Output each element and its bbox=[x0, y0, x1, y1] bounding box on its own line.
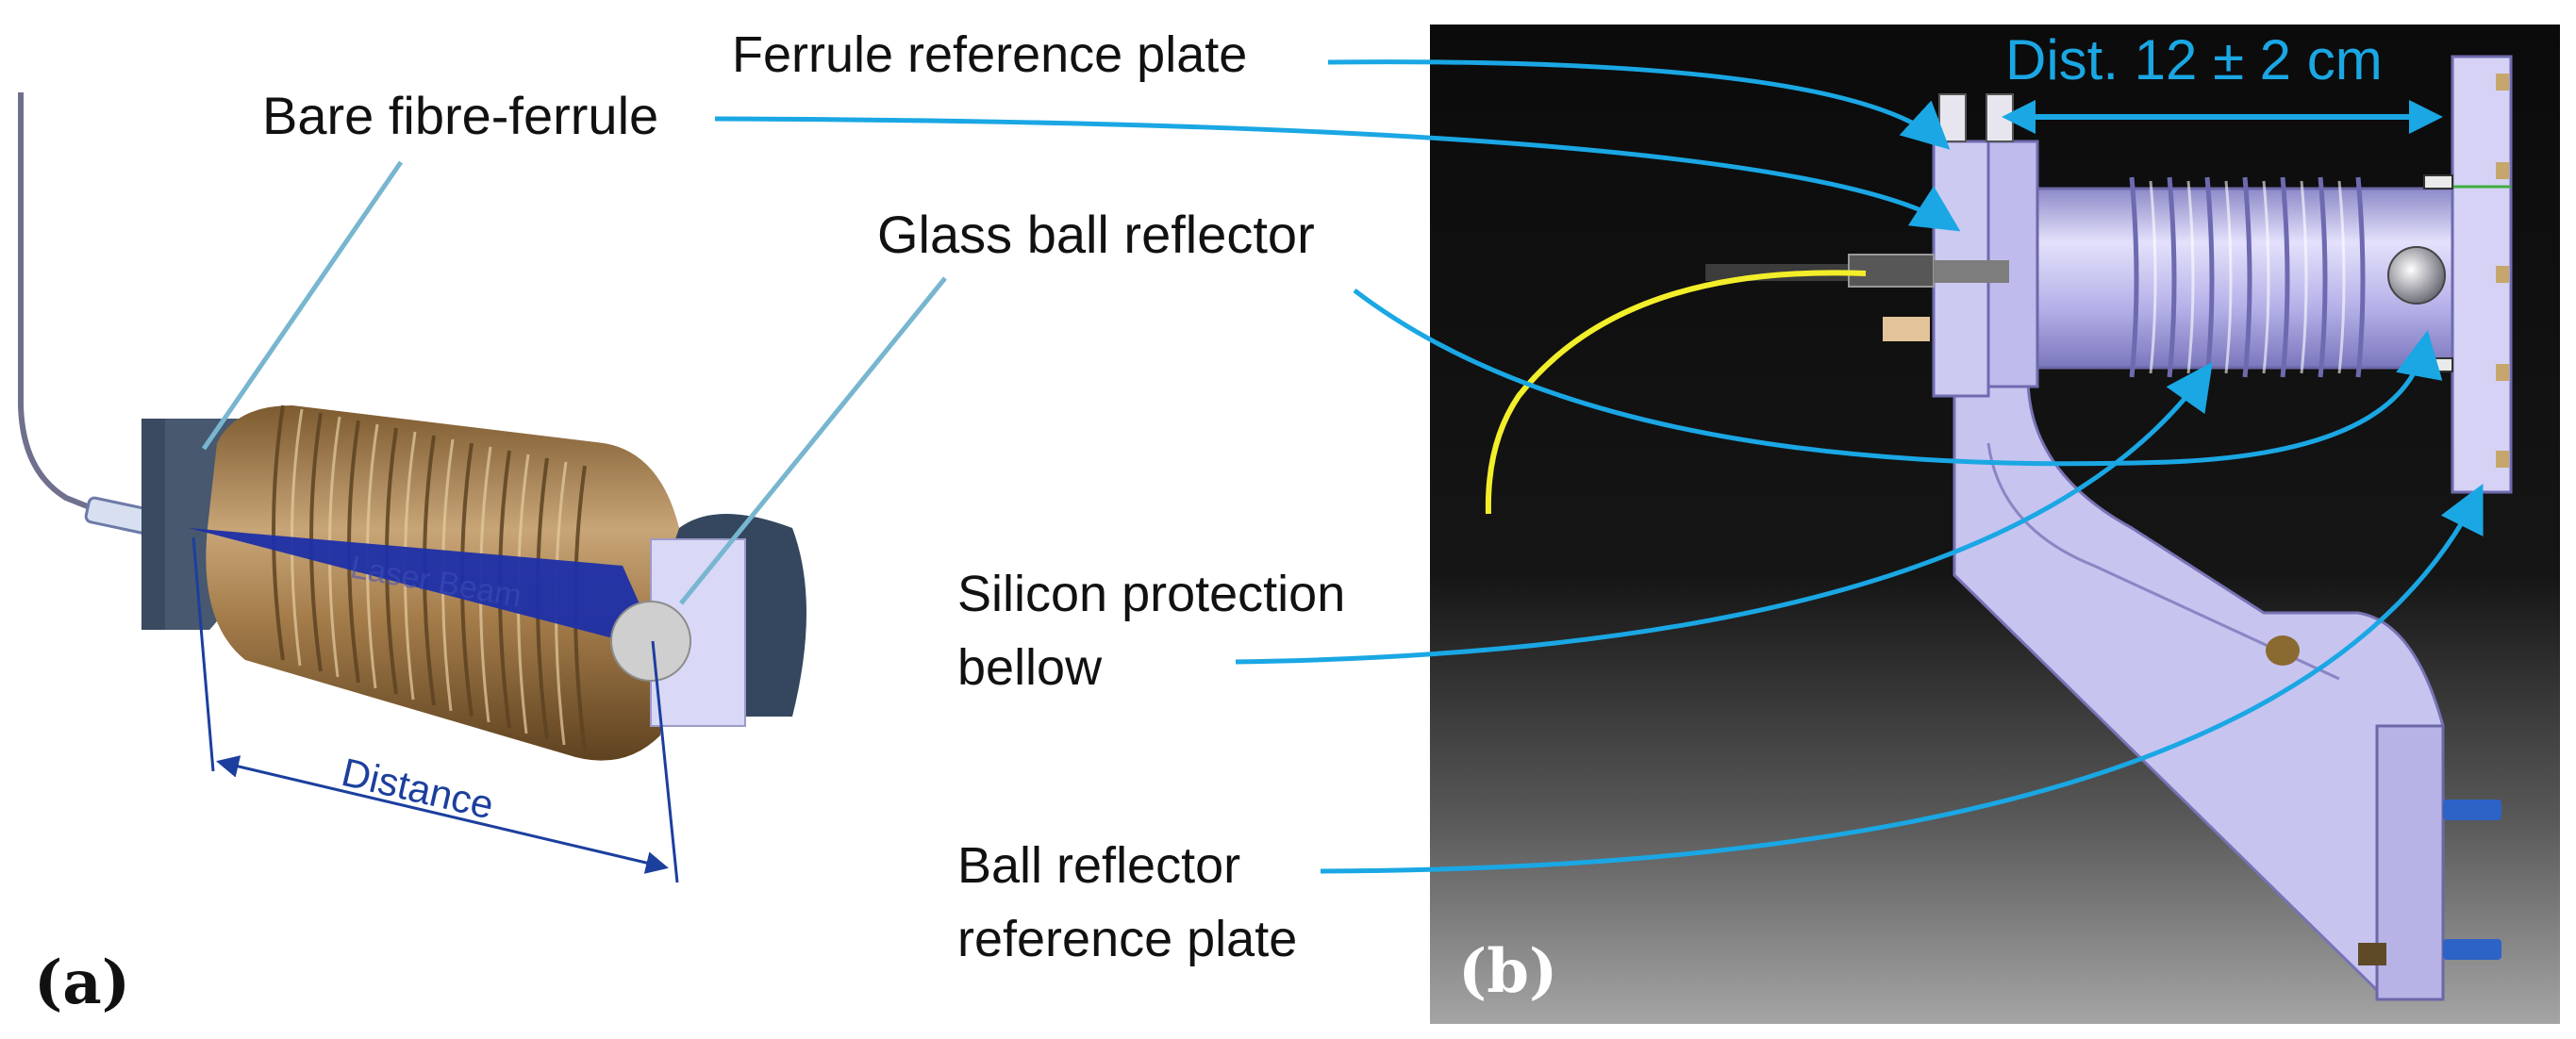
ferrule-reference-plate-label: Ferrule reference plate bbox=[732, 26, 1247, 83]
glass-ball-callout-line bbox=[679, 276, 947, 605]
bare-fibre-callout-line bbox=[201, 160, 404, 451]
cad-glass-ball bbox=[2387, 246, 2446, 305]
mount-bolt-upper bbox=[2443, 800, 2501, 820]
bare-fibre-ferrule-label: Bare fibre-ferrule bbox=[262, 86, 658, 145]
glass-ball-a bbox=[610, 601, 691, 682]
panel-b-letter: (b) bbox=[1458, 936, 1557, 1007]
distance-label: Distance bbox=[338, 750, 498, 828]
glass-ball-reflector-label: Glass ball reflector bbox=[877, 205, 1315, 264]
fibre-cable bbox=[18, 92, 115, 520]
dist-label: Dist. 12 ± 2 cm bbox=[2005, 28, 2383, 91]
silicon-protection-label-line2: bellow bbox=[957, 639, 1103, 696]
distance-dimension bbox=[191, 536, 679, 883]
reflector-end-plate bbox=[650, 514, 806, 727]
mount-bolt-lower bbox=[2443, 939, 2501, 960]
callout-bare-fibre-line bbox=[714, 116, 1961, 232]
laser-beam-cone bbox=[189, 528, 660, 651]
cad-bellow bbox=[2036, 176, 2454, 378]
panel-a: Laser Beam Distance Bare fibre-ferrule G… bbox=[18, 86, 1315, 1018]
support-bracket bbox=[1953, 375, 2445, 1001]
callouts bbox=[714, 59, 2484, 874]
silicon-protection-label-line1: Silicon protection bbox=[957, 566, 1345, 622]
callout-glass-ball-line bbox=[1353, 289, 2443, 467]
callout-ferrule-reference-line bbox=[1327, 59, 1951, 150]
callout-ball-reflector-line bbox=[1320, 484, 2484, 874]
panel-b: Dist. 12 ± 2 cm (b) bbox=[1430, 25, 2560, 1024]
cad-assembly bbox=[1485, 55, 2513, 1001]
ball-reflector-label-line2: reference plate bbox=[957, 911, 1297, 967]
ball-reflector-label-line1: Ball reflector bbox=[957, 837, 1240, 894]
callout-silicon-bellow-line bbox=[1235, 361, 2213, 665]
panel-a-letter: (a) bbox=[34, 948, 130, 1018]
yellow-fibre bbox=[1485, 270, 1867, 515]
